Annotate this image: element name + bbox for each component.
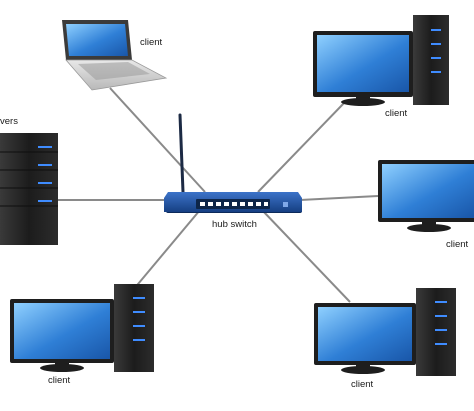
client-label-bottom-right: client [351, 379, 374, 390]
cable-right-monitor [299, 195, 379, 201]
hub-antenna [178, 113, 185, 194]
server-label: vers [0, 116, 18, 127]
cable-laptop [109, 87, 206, 193]
monitor-screen [14, 303, 110, 359]
hub-power-button [283, 202, 288, 207]
tower-bays [133, 297, 145, 341]
tower-bays [431, 29, 441, 73]
server-left [0, 133, 58, 245]
monitor-stand [40, 364, 84, 372]
cable-top-right [257, 101, 346, 193]
monitor-stand [341, 98, 385, 106]
tower [413, 15, 449, 105]
server-bays [0, 151, 58, 207]
laptop-top-left [62, 20, 168, 91]
monitor-stand [341, 366, 385, 374]
server-leds [38, 146, 52, 202]
client-label-bottom-left: client [48, 375, 71, 386]
hub-ports [200, 202, 268, 206]
laptop-screen [66, 24, 128, 56]
server-tower [0, 133, 58, 245]
monitor-stand [407, 224, 451, 232]
laptop-keys [78, 62, 150, 80]
hub-switch [164, 113, 302, 213]
monitor-screen [382, 164, 474, 218]
client-label-top-right: client [385, 108, 408, 119]
cables [58, 87, 379, 303]
cable-bottom-left [127, 209, 201, 297]
client-label-right: client [446, 239, 469, 250]
desktop-bottom-left [10, 284, 154, 372]
cable-bottom-right [261, 209, 351, 303]
monitor-screen [318, 307, 412, 361]
tower-bays [435, 301, 447, 345]
monitor-screen [317, 35, 409, 92]
hub-switch-label: hub switch [212, 219, 257, 230]
client-label-laptop: client [140, 37, 163, 48]
monitor-right [378, 160, 474, 232]
desktop-bottom-right [314, 288, 456, 376]
desktop-top-right [313, 15, 449, 106]
